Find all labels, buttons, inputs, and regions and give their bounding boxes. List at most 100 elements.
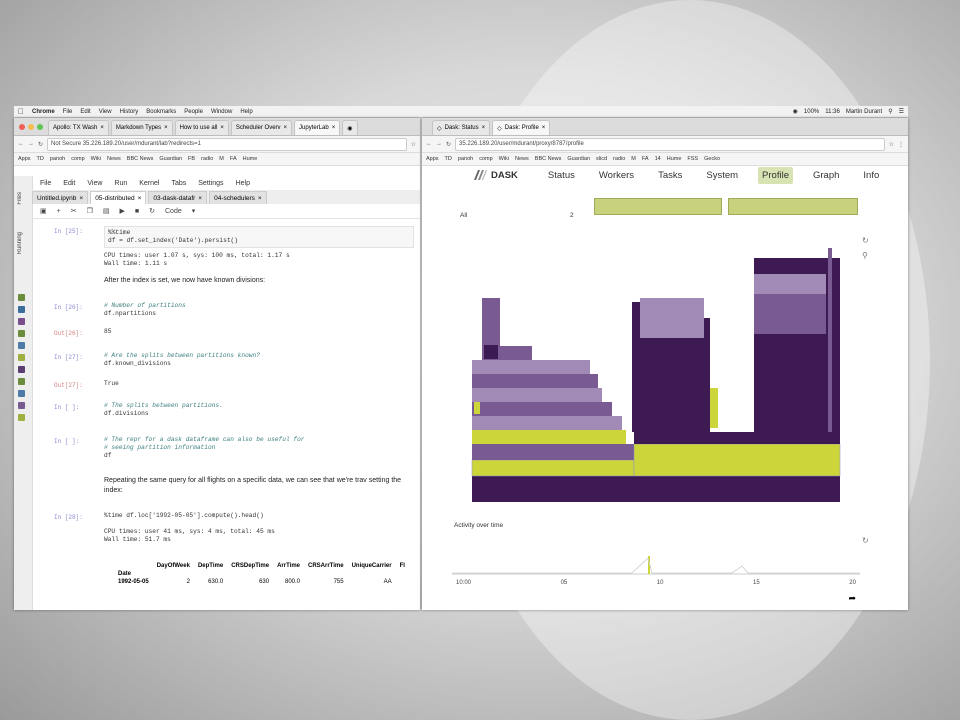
bookmark-item[interactable]: comp xyxy=(479,156,493,162)
bookmark-item[interactable]: BBC News xyxy=(126,156,154,162)
browser-tab[interactable]: Markdown Types× xyxy=(110,120,173,135)
activity-timeline[interactable] xyxy=(452,536,862,584)
run-icon[interactable]: ▶ xyxy=(119,208,125,215)
reset-button[interactable] xyxy=(728,198,858,215)
bookmark-item[interactable]: Apps xyxy=(18,156,31,162)
paste-icon[interactable]: ▤ xyxy=(102,208,110,215)
nav-status[interactable]: Status xyxy=(547,169,575,181)
save-icon[interactable]: ▣ xyxy=(40,208,47,215)
bookmark-item[interactable]: News xyxy=(107,156,121,162)
notebook-tab[interactable]: 04-schedulers× xyxy=(209,191,267,204)
os-menu-item[interactable]: Help xyxy=(234,108,252,115)
forward-icon[interactable]: → xyxy=(436,141,442,147)
bookmark-item[interactable]: comp xyxy=(71,156,85,162)
bookmark-item[interactable]: Apps xyxy=(426,156,439,162)
cut-icon[interactable]: ✂ xyxy=(70,208,77,215)
reload-icon[interactable]: ↻ xyxy=(38,141,44,148)
bookmark-item[interactable]: FA xyxy=(229,156,237,162)
bookmark-item[interactable]: M xyxy=(219,156,224,162)
nav-system[interactable]: System xyxy=(706,169,739,181)
bookmark-item[interactable]: BBC News xyxy=(534,156,562,162)
menu-kernel[interactable]: Kernel xyxy=(139,179,160,187)
code-cell[interactable]: # Number of partitions df.npartitions xyxy=(104,302,186,317)
sidebar-tab-running[interactable]: Running xyxy=(17,232,23,255)
back-icon[interactable]: ← xyxy=(426,141,432,147)
bookmark-item[interactable]: Hume xyxy=(242,156,258,162)
menu-run[interactable]: Run xyxy=(114,179,128,187)
os-menu-item[interactable]: People xyxy=(178,108,203,115)
extension-icon[interactable] xyxy=(18,366,25,373)
menu-edit[interactable]: Edit xyxy=(63,179,76,187)
extension-icon[interactable] xyxy=(18,318,25,325)
bookmark-item[interactable]: TD xyxy=(36,156,44,162)
extension-icon[interactable] xyxy=(18,414,25,421)
nav-graph[interactable]: Graph xyxy=(812,169,840,181)
app-name[interactable]: Chrome xyxy=(26,108,55,115)
os-menu-item[interactable]: History xyxy=(113,108,139,115)
bookmark-item[interactable]: Wiki xyxy=(498,156,510,162)
extension-icon[interactable] xyxy=(18,402,25,409)
forward-icon[interactable]: → xyxy=(28,141,34,147)
battery-level[interactable]: 100% xyxy=(803,108,820,115)
menu-file[interactable]: File xyxy=(40,179,52,187)
extension-icon[interactable] xyxy=(18,330,25,337)
bookmark-item[interactable]: M xyxy=(631,156,636,162)
extension-icon[interactable] xyxy=(18,294,25,301)
search-icon[interactable]: ⚲ xyxy=(888,109,893,115)
more-icon[interactable]: ⋮ xyxy=(898,141,904,148)
browser-tab[interactable]: How to use all× xyxy=(174,120,229,135)
nav-profile[interactable]: Profile xyxy=(758,166,793,184)
os-menu-item[interactable]: Bookmarks xyxy=(140,108,176,115)
chevron-down-icon[interactable]: ▾ xyxy=(191,208,196,215)
star-icon[interactable]: ☆ xyxy=(410,141,416,148)
nav-info[interactable]: Info xyxy=(863,169,880,181)
os-menu-item[interactable]: File xyxy=(56,108,73,115)
browser-tab[interactable]: ◇Dask: Status× xyxy=(432,120,491,135)
bookmark-item[interactable]: FB xyxy=(188,156,196,162)
nav-workers[interactable]: Workers xyxy=(598,169,635,181)
browser-tab-active[interactable]: ◇Dask: Profile× xyxy=(492,120,551,135)
extension-icon[interactable] xyxy=(18,354,25,361)
bookmark-item[interactable]: radio xyxy=(613,156,626,162)
user-name[interactable]: Martin Durant xyxy=(845,108,883,115)
restart-icon[interactable]: ↻ xyxy=(149,208,155,215)
close-window-button[interactable] xyxy=(19,124,25,130)
profile-flamegraph[interactable] xyxy=(462,238,892,508)
bookmark-item[interactable]: slicd xyxy=(596,156,608,162)
star-icon[interactable]: ☆ xyxy=(888,141,894,148)
nav-tasks[interactable]: Tasks xyxy=(658,169,683,181)
back-icon[interactable]: ← xyxy=(18,141,24,147)
apple-icon[interactable]:  xyxy=(18,107,24,116)
reset-plot-icon[interactable]: ↻ xyxy=(862,236,869,245)
stop-icon[interactable]: ■ xyxy=(134,207,140,215)
os-menu-item[interactable]: Window xyxy=(204,108,232,115)
bookmark-item[interactable]: Wiki xyxy=(90,156,102,162)
address-bar[interactable]: 35.226.189.20/user/mdurant/proxy/8787/pr… xyxy=(455,137,885,151)
copy-icon[interactable]: ❐ xyxy=(86,208,93,215)
os-menu-item[interactable]: Edit xyxy=(74,108,90,115)
wifi-icon[interactable]: ◉ xyxy=(792,109,798,115)
code-cell[interactable]: # The splits between partitions. df.divi… xyxy=(104,402,223,417)
cell-type-select[interactable]: Code xyxy=(165,207,182,215)
bookmark-item[interactable]: Guardian xyxy=(159,156,183,162)
select-value[interactable]: All xyxy=(460,212,468,219)
bookmark-item[interactable]: Hume xyxy=(666,156,682,162)
dask-logo[interactable]: DASK xyxy=(472,168,518,182)
menu-tabs[interactable]: Tabs xyxy=(171,179,187,187)
bookmark-item[interactable]: radio xyxy=(201,156,214,162)
extension-icon[interactable] xyxy=(18,306,25,313)
select-number[interactable]: 2 xyxy=(570,212,574,219)
bookmark-item[interactable]: TD xyxy=(444,156,452,162)
notebook-tab[interactable]: 03-dask-datafr× xyxy=(148,191,208,204)
menu-view[interactable]: View xyxy=(87,179,103,187)
bookmark-item[interactable]: panoh xyxy=(457,156,474,162)
code-cell[interactable]: %time df.loc['1992-05-05'].compute().hea… xyxy=(104,512,264,519)
os-menu-item[interactable]: View xyxy=(92,108,112,115)
minimize-window-button[interactable] xyxy=(28,124,34,130)
bookmark-item[interactable]: panoh xyxy=(49,156,66,162)
notebook-tab[interactable]: Untitled.ipynb× xyxy=(32,191,89,204)
menu-help[interactable]: Help xyxy=(235,179,250,187)
github-tab-icon[interactable]: ◉ xyxy=(342,120,358,135)
code-cell[interactable]: # The repr for a dask dataframe can also… xyxy=(104,436,305,459)
notebook-tab-active[interactable]: 05-distributed× xyxy=(90,191,147,204)
